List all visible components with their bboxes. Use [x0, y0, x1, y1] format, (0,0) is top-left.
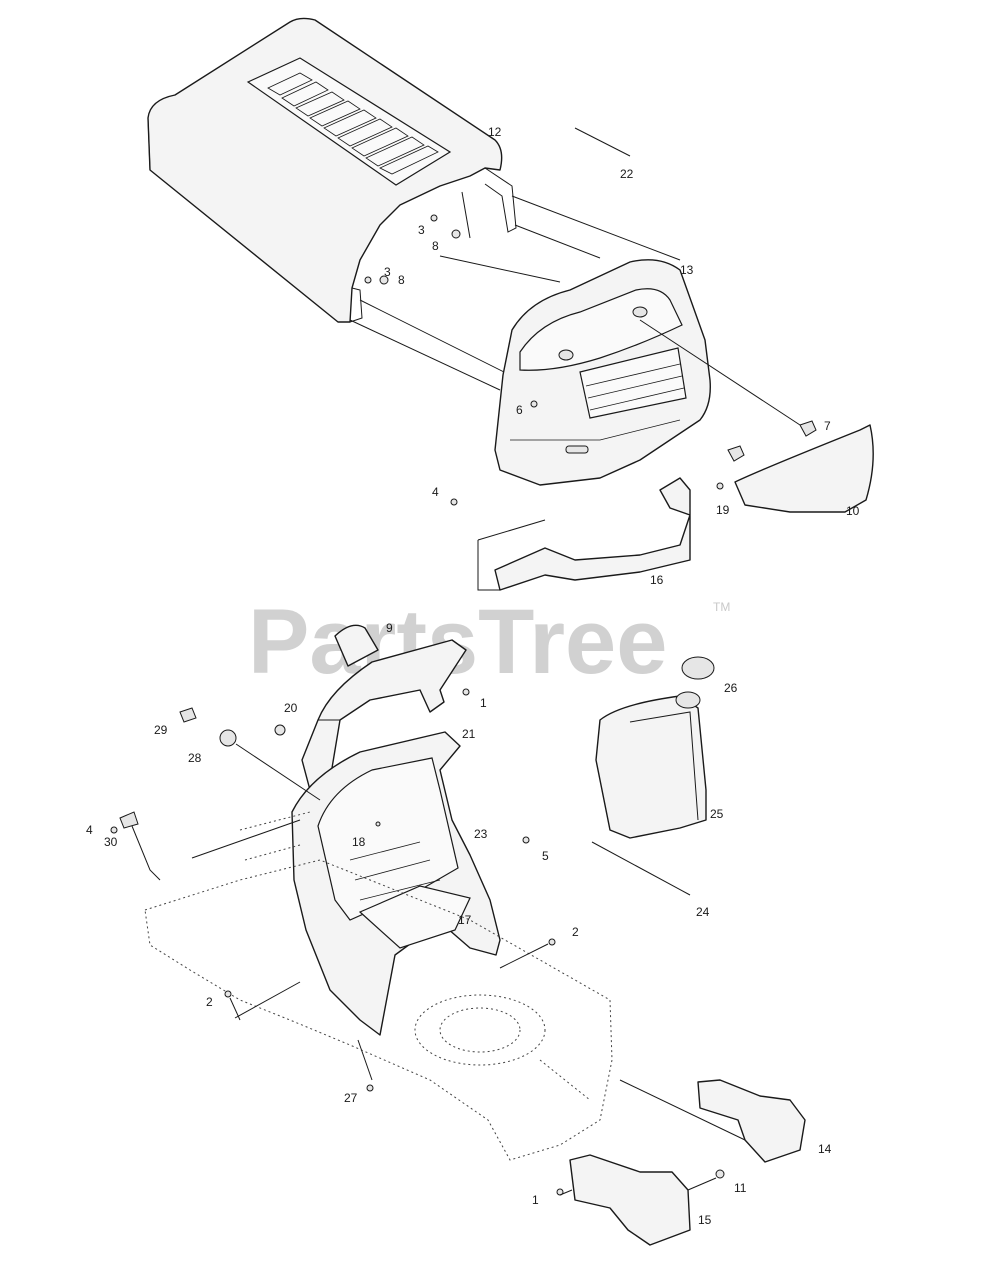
- callout-10: 10: [846, 504, 860, 518]
- callout-25: 25: [710, 807, 724, 821]
- watermark-text: PartsTree: [248, 591, 667, 693]
- callout-11: 11: [734, 1181, 747, 1195]
- part-bracket-15: [569, 1154, 691, 1246]
- callout-4: 4: [432, 485, 439, 499]
- callout-9: 9: [386, 621, 393, 635]
- callout-2: 2: [572, 925, 579, 939]
- part-platform: [358, 885, 471, 949]
- part-bumper: [734, 424, 874, 513]
- part-fuel-cap: [681, 656, 715, 680]
- part-grille: [494, 259, 711, 486]
- callout-30: 30: [104, 835, 118, 849]
- callout-17: 17: [458, 913, 472, 927]
- part-steering-support: [291, 731, 501, 1036]
- callout-3: 3: [418, 223, 425, 237]
- callout-5: 5: [542, 849, 549, 863]
- callout-8: 8: [398, 273, 405, 287]
- callout-21: 21: [462, 727, 476, 741]
- callout-7: 7: [824, 419, 831, 433]
- callout-6: 6: [516, 403, 523, 417]
- callout-4: 4: [86, 823, 93, 837]
- hardware-fasteners: [110, 214, 725, 1196]
- callout-28: 28: [188, 751, 202, 765]
- callout-16: 16: [650, 573, 664, 587]
- part-bezel: [334, 624, 379, 667]
- part-frame: [144, 811, 613, 1161]
- callout-1: 1: [532, 1193, 539, 1207]
- callout-22: 22: [620, 167, 634, 181]
- callout-8: 8: [432, 239, 439, 253]
- callout-15: 15: [698, 1213, 712, 1227]
- callout-1: 1: [480, 696, 487, 710]
- callout-20: 20: [284, 701, 298, 715]
- callout-24: 24: [696, 905, 710, 919]
- part-hood: [147, 17, 517, 323]
- callout-29: 29: [154, 723, 168, 737]
- leader-lines: [191, 743, 746, 1196]
- callout-13: 13: [680, 263, 694, 277]
- callout-19: 19: [716, 503, 730, 517]
- callout-27: 27: [344, 1091, 358, 1105]
- part-bracket-14: [697, 1079, 806, 1163]
- callout-3: 3: [384, 265, 391, 279]
- callout-2: 2: [206, 995, 213, 1009]
- part-plug: [639, 319, 817, 462]
- callout-14: 14: [818, 1142, 832, 1156]
- part-fuel-tank: [595, 691, 707, 839]
- watermark-trademark: TM: [713, 600, 730, 614]
- part-dash-panel: [301, 639, 467, 791]
- callout-18: 18: [352, 835, 366, 849]
- callout-26: 26: [724, 681, 738, 695]
- part-bracket-16: [477, 477, 691, 591]
- part-strap: [591, 841, 691, 896]
- callout-23: 23: [474, 827, 488, 841]
- callout-12: 12: [488, 125, 502, 139]
